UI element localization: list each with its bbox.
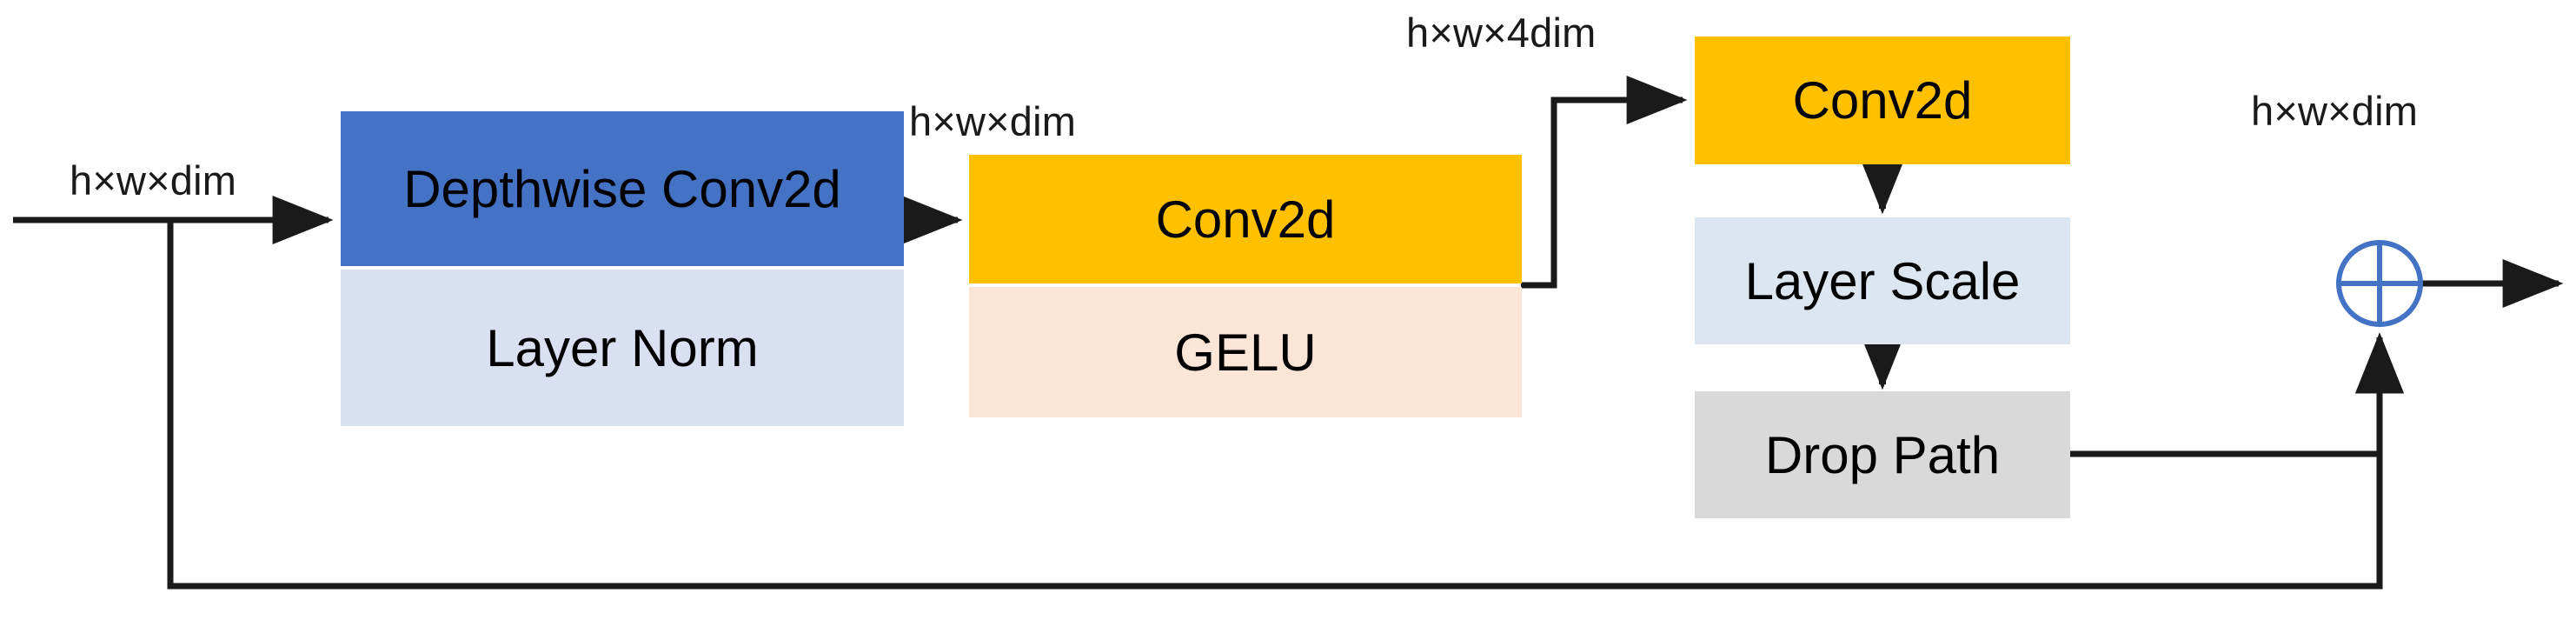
block-conv2d-expand[interactable]: Conv2d — [969, 155, 1522, 283]
tensor-label-output: h×w×dim — [2251, 88, 2419, 134]
block-layer-norm[interactable]: Layer Norm — [341, 270, 904, 426]
block-gelu[interactable]: GELU — [969, 287, 1522, 417]
wire-gelu-to-conv2d-project — [1521, 76, 1688, 289]
block-conv2d-project[interactable]: Conv2d — [1695, 37, 2070, 164]
wire-droppath-to-sum — [2070, 332, 2404, 457]
tensor-label-after-dwconv: h×w×dim — [909, 98, 1077, 144]
block-drop-path[interactable]: Drop Path — [1695, 391, 2070, 518]
wire-residual-skip — [167, 220, 2404, 590]
tensor-label-after-gelu: h×w×4dim — [1406, 10, 1597, 56]
block-depthwise-conv2d[interactable]: Depthwise Conv2d — [341, 111, 904, 266]
block-layer-scale[interactable]: Layer Scale — [1695, 217, 2070, 344]
tensor-label-input: h×w×dim — [70, 157, 237, 203]
residual-add-icon[interactable] — [2334, 238, 2425, 329]
